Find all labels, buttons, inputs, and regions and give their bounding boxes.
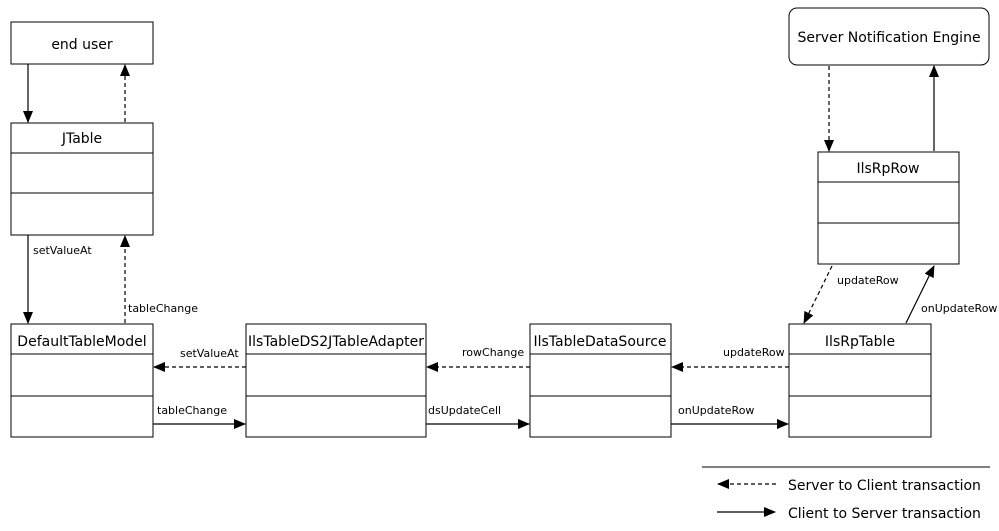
end-user-title: end user bbox=[51, 37, 113, 53]
jtable-box: JTable bbox=[10, 122, 154, 236]
rp-table-box: IlsRpTable bbox=[788, 323, 932, 438]
legend-server-to-client: Server to Client transaction bbox=[788, 478, 981, 494]
setvalueat-left-label: setValueAt bbox=[180, 347, 239, 360]
jtable-title: JTable bbox=[61, 131, 102, 147]
rp-row-title: IlsRpRow bbox=[856, 161, 919, 177]
dsupdatecell-label: dsUpdateCell bbox=[428, 404, 501, 417]
adapter-box: IlsTableDS2JTableAdapter bbox=[245, 323, 427, 438]
onupdaterow-up-arrow bbox=[905, 265, 935, 324]
engine-box: Server Notification Engine bbox=[788, 7, 990, 66]
tablechange-up-label: tableChange bbox=[128, 302, 198, 315]
adapter-title: IlsTableDS2JTableAdapter bbox=[248, 334, 424, 350]
legend-client-to-server: Client to Server transaction bbox=[788, 506, 981, 522]
end-user-box: end user bbox=[10, 21, 154, 65]
default-table-model-title: DefaultTableModel bbox=[17, 334, 146, 350]
default-table-model-box: DefaultTableModel bbox=[10, 323, 154, 438]
onupdaterow-up-label: onUpdateRow bbox=[921, 302, 997, 315]
rp-table-title: IlsRpTable bbox=[825, 334, 895, 350]
data-source-title: IlsTableDataSource bbox=[533, 334, 666, 350]
legend: Server to Client transaction Client to S… bbox=[702, 466, 990, 522]
rowchange-label: rowChange bbox=[462, 346, 524, 359]
onupdaterow-right-label: onUpdateRow bbox=[678, 404, 754, 417]
setvalueat-down-label: setValueAt bbox=[33, 244, 92, 257]
rp-row-box: IlsRpRow bbox=[817, 151, 960, 265]
updaterow-down-label: updateRow bbox=[837, 274, 899, 287]
updaterow-left-label: updateRow bbox=[723, 346, 785, 359]
tablechange-right-label: tableChange bbox=[157, 404, 227, 417]
updaterow-down-arrow bbox=[803, 265, 833, 324]
data-source-box: IlsTableDataSource bbox=[529, 323, 672, 438]
engine-title: Server Notification Engine bbox=[797, 30, 980, 46]
